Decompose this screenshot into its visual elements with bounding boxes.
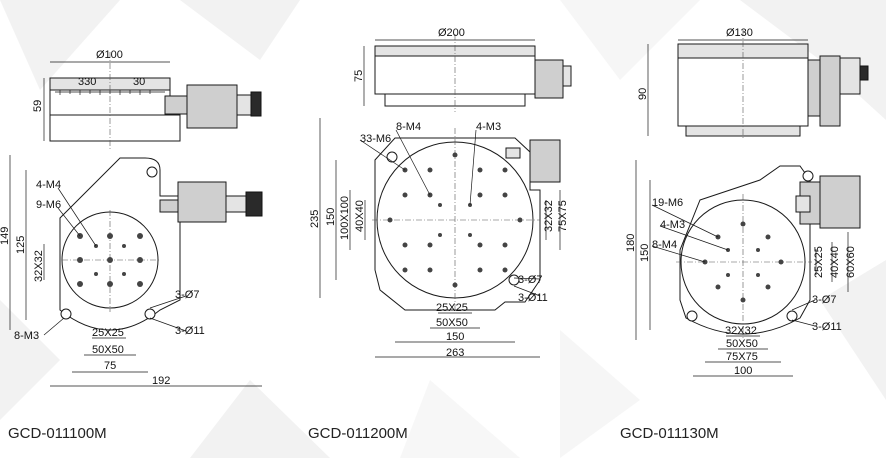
model-3-top-view: 19-M6 4-M3 8-M4 3-Ø7 3-Ø11 180 150 25X25…: [625, 160, 861, 377]
model-2-callout-m4: 8-M4: [396, 121, 421, 133]
model-3-pitch-r1: 25X25: [813, 246, 825, 278]
model-1-side-height: 59: [32, 100, 44, 112]
model-2-height-total: 235: [309, 210, 321, 228]
model-2-callout-d11: 3-Ø11: [518, 292, 548, 304]
model-2-pitch-r2: 75X75: [557, 200, 569, 232]
model-3-height-inner: 150: [639, 244, 651, 262]
model-3-drawing: Ø130 90: [620, 27, 869, 442]
model-2-drawing: Ø200 75 33-M: [308, 27, 572, 442]
model-1-drawing: 330 30 Ø100 59: [0, 49, 263, 442]
model-1-side-diameter: Ø100: [96, 49, 123, 61]
model-2-pitch-r1: 32X32: [543, 200, 555, 232]
model-3-pitch-r3: 60X60: [845, 246, 857, 278]
model-3-side-diameter: Ø130: [726, 27, 753, 39]
model-3-callout-d11: 3-Ø11: [812, 321, 842, 333]
model-3-caption: GCD-011130M: [620, 425, 719, 442]
model-2-pitch-v1: 100X100: [339, 196, 351, 240]
model-3-callout-m6: 19-M6: [652, 197, 683, 209]
model-3-pitch-small: 32X32: [725, 325, 757, 337]
model-1-top-view: 4-M4 9-M6 3-Ø7 3-Ø11 8-M3 149 125 32X32 …: [0, 155, 263, 387]
model-2-pitch-v2: 40X40: [354, 200, 366, 232]
model-1-scale-low: 330: [78, 76, 96, 88]
model-2-callout-m6: 33-M6: [360, 133, 391, 145]
model-3-height-total: 180: [625, 234, 637, 252]
model-2-pitch-mid: 50X50: [436, 317, 468, 329]
model-3-pitch-r2: 40X40: [829, 246, 841, 278]
model-3-callout-d7: 3-Ø7: [812, 294, 836, 306]
model-2-side-diameter: Ø200: [438, 27, 465, 39]
model-2-caption: GCD-011200M: [308, 425, 408, 442]
model-1-pitch-large: 75: [104, 360, 116, 372]
model-2-callout-d7: 3-Ø7: [518, 274, 542, 286]
model-1-callout-d7: 3-Ø7: [175, 289, 199, 301]
model-3-pitch-large: 75X75: [726, 351, 758, 363]
model-2-pitch-small: 25X25: [436, 302, 468, 314]
model-3-width: 100: [734, 365, 752, 377]
model-3-side-height: 90: [637, 88, 649, 100]
model-2-width-inner: 150: [446, 331, 464, 343]
model-1-pitch-mid: 50X50: [92, 344, 124, 356]
model-1-callout-m3: 8-M3: [14, 330, 39, 342]
model-1-pitch-vertical: 32X32: [33, 250, 45, 282]
model-3-side-view: Ø130 90: [637, 27, 869, 140]
model-1-side-view: 330 30 Ø100 59: [32, 49, 262, 150]
model-3-callout-m3: 4-M3: [660, 219, 685, 231]
model-2-callout-m3: 4-M3: [476, 121, 501, 133]
model-1-height-inner: 125: [15, 236, 27, 254]
model-1-width: 192: [152, 375, 170, 387]
model-1-height-total: 149: [0, 227, 11, 245]
model-2-side-height: 75: [353, 70, 365, 82]
model-1-callout-m6: 9-M6: [36, 199, 61, 211]
model-2-top-view: 33-M6 8-M4 4-M3 3-Ø7 3-Ø11 235 150 100X1…: [309, 118, 569, 359]
model-1-scale-high: 30: [133, 76, 145, 88]
model-1-pitch-small: 25X25: [92, 327, 124, 339]
model-3-pitch-mid: 50X50: [726, 338, 758, 350]
model-1-caption: GCD-011100M: [8, 425, 107, 442]
model-2-height-inner: 150: [325, 208, 337, 226]
model-2-side-view: Ø200 75: [353, 27, 572, 112]
model-2-width: 263: [446, 347, 464, 359]
model-1-callout-m4: 4-M4: [36, 179, 61, 191]
model-1-callout-d11: 3-Ø11: [175, 325, 205, 337]
model-3-callout-m4: 8-M4: [652, 239, 677, 251]
